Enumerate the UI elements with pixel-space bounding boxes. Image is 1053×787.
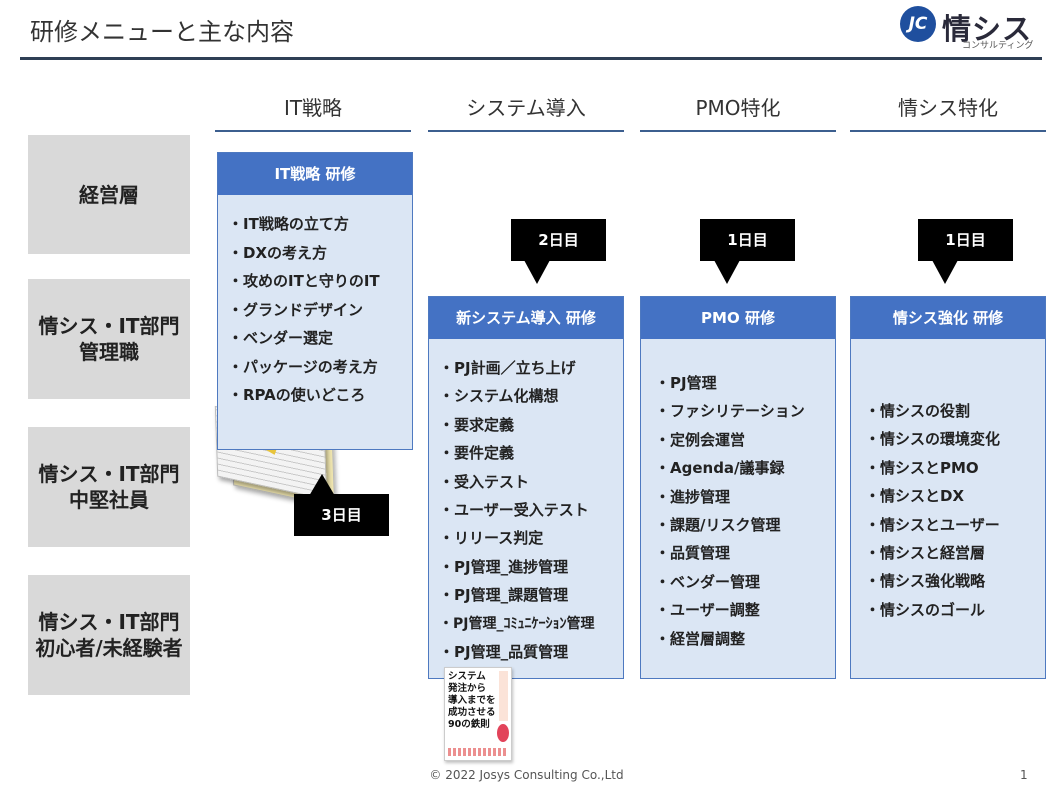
callout-pointer bbox=[524, 260, 550, 284]
row-label-managers: 情シス・IT部門 管理職 bbox=[28, 279, 190, 399]
course-card-title: 新システム導入 研修 bbox=[429, 297, 623, 339]
column-underline bbox=[215, 130, 411, 132]
list-item: ・PJ管理_品質管理 bbox=[439, 642, 569, 661]
list-item: ・要求定義 bbox=[439, 415, 515, 434]
list-item: ・ユーザー受入テスト bbox=[439, 500, 589, 519]
course-card-pmo: PMO 研修 ・PJ管理 ・ファシリテーション ・定例会運営 ・Agenda/議… bbox=[640, 296, 836, 679]
course-card-title: IT戦略 研修 bbox=[218, 153, 412, 195]
list-item: ・情シスとPMO bbox=[865, 458, 979, 477]
row-label-beginners: 情シス・IT部門 初心者/未経験者 bbox=[28, 575, 190, 695]
course-card-it-strategy: IT戦略 研修 ・IT戦略の立て方 ・DXの考え方 ・攻めのITと守りのIT ・… bbox=[217, 152, 413, 450]
logo-mark-icon: JC bbox=[900, 6, 936, 42]
list-item: ・課題/リスク管理 bbox=[655, 515, 781, 534]
course-card-title: PMO 研修 bbox=[641, 297, 835, 339]
list-item: ・要件定義 bbox=[439, 444, 515, 463]
column-underline bbox=[428, 130, 624, 132]
list-item: ・進捗管理 bbox=[655, 487, 731, 506]
list-item: ・攻めのITと守りのIT bbox=[228, 272, 380, 290]
course-card-joshis: 情シス強化 研修 ・情シスの役割 ・情シスの環境変化 ・情シスとPMO ・情シス… bbox=[850, 296, 1046, 679]
list-item: ・システム化構想 bbox=[439, 387, 559, 406]
list-item: ・リリース判定 bbox=[439, 529, 544, 548]
list-item: ・ベンダー選定 bbox=[228, 329, 334, 347]
list-item: ・PJ管理_進捗管理 bbox=[439, 557, 569, 576]
list-item: ・パッケージの考え方 bbox=[228, 357, 378, 376]
list-item: ・グランドデザイン bbox=[228, 300, 364, 319]
list-item: ・DXの考え方 bbox=[228, 243, 328, 262]
column-header-pmo: PMO特化 bbox=[695, 96, 781, 120]
logo-text: 情シス bbox=[942, 12, 1033, 46]
column-underline bbox=[640, 130, 836, 132]
list-item: ・情シスの環境変化 bbox=[865, 430, 1001, 449]
company-logo: JC 情シス コンサルティング bbox=[900, 6, 1040, 51]
duration-callout-pmo: 1日目 bbox=[700, 219, 795, 261]
list-item: ・情シス強化戦略 bbox=[865, 572, 986, 591]
list-item: ・情シスと経営層 bbox=[865, 543, 986, 562]
course-card-system-introduction: 新システム導入 研修 ・PJ計画／立ち上げ ・システム化構想 ・要求定義 ・要件… bbox=[428, 296, 624, 679]
column-underline bbox=[850, 130, 1046, 132]
list-item: ・経営層調整 bbox=[655, 629, 746, 648]
list-item: ・IT戦略の立て方 bbox=[228, 215, 349, 233]
duration-callout-system-introduction: 2日目 bbox=[511, 219, 606, 261]
list-item: ・情シスとDX bbox=[865, 487, 965, 506]
list-item: ・Agenda/議事録 bbox=[655, 459, 785, 478]
duration-callout-it-strategy: 3日目 bbox=[294, 494, 389, 536]
callout-pointer bbox=[309, 474, 335, 496]
duration-callout-joshis: 1日目 bbox=[918, 219, 1013, 261]
title-divider bbox=[20, 57, 1042, 60]
list-item: ・品質管理 bbox=[655, 544, 731, 563]
list-item: ・ファシリテーション bbox=[655, 402, 805, 421]
list-item: ・ユーザー調整 bbox=[655, 601, 760, 620]
page-number: 1 bbox=[1020, 768, 1028, 782]
list-item: ・PJ管理 bbox=[655, 374, 717, 392]
list-item: ・PJ管理_ｺﾐｭﾆｹｰｼｮﾝ管理 bbox=[439, 615, 595, 632]
callout-pointer bbox=[932, 260, 958, 284]
list-item: ・定例会運営 bbox=[655, 430, 746, 449]
list-item: ・PJ計画／立ち上げ bbox=[439, 359, 576, 377]
book-cover-image: システム 発注から 導入までを 成功させる 90の鉄則 bbox=[444, 667, 512, 761]
page-title: 研修メニューと主な内容 bbox=[30, 18, 294, 46]
callout-pointer bbox=[714, 260, 740, 284]
column-header-it-strategy: IT戦略 bbox=[283, 96, 343, 120]
row-label-executives: 経営層 bbox=[28, 135, 190, 254]
course-card-title: 情シス強化 研修 bbox=[851, 297, 1045, 339]
list-item: ・情シスとユーザー bbox=[865, 515, 1000, 534]
column-header-joshis: 情シス特化 bbox=[898, 96, 998, 120]
row-label-mid-level: 情シス・IT部門 中堅社員 bbox=[28, 427, 190, 547]
column-header-system-introduction: システム導入 bbox=[466, 96, 586, 120]
list-item: ・RPAの使いどころ bbox=[228, 386, 366, 404]
copyright-text: © 2022 Josys Consulting Co.,Ltd bbox=[429, 768, 624, 782]
list-item: ・情シスのゴール bbox=[865, 600, 986, 619]
book-cover-title: システム 発注から 導入までを 成功させる 90の鉄則 bbox=[448, 671, 496, 730]
list-item: ・情シスの役割 bbox=[865, 402, 971, 420]
list-item: ・受入テスト bbox=[439, 472, 530, 491]
logo-subtext: コンサルティング bbox=[962, 41, 1034, 51]
list-item: ・ベンダー管理 bbox=[655, 572, 761, 591]
list-item: ・PJ管理_課題管理 bbox=[439, 586, 569, 605]
